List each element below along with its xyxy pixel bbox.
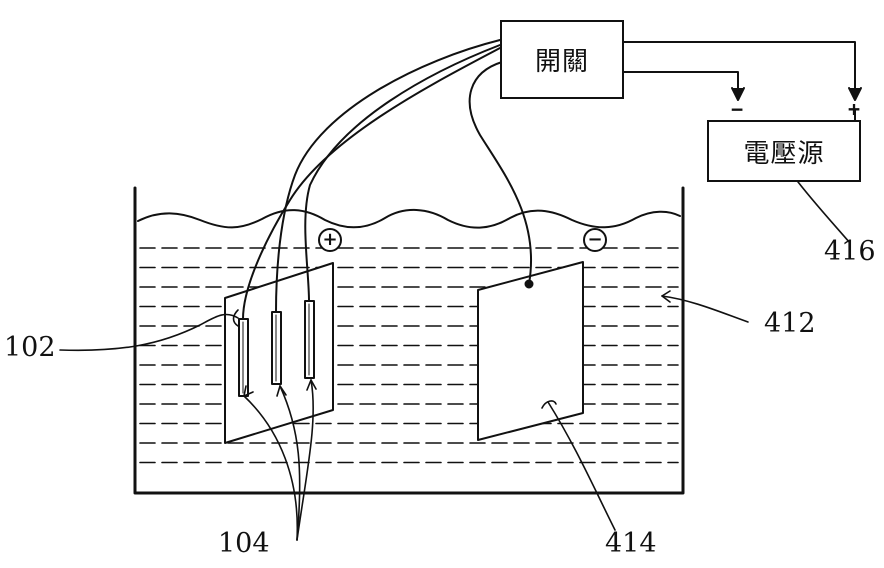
leader-104c <box>296 379 315 541</box>
cathode-sign-text: − <box>587 229 603 250</box>
ref-104: 104 <box>218 528 270 559</box>
wire-switch-to-negative <box>619 71 739 99</box>
wire-to-cathode <box>468 61 533 285</box>
leader-412 <box>661 295 749 323</box>
leader-414 <box>547 401 616 531</box>
wire-to-part <box>275 39 501 313</box>
leader-lines <box>59 177 851 541</box>
cathode-plate <box>477 261 584 441</box>
voltage-source-label: 電壓源 <box>743 138 825 169</box>
anode-sign: + <box>318 228 342 252</box>
wire-to-part <box>242 47 501 320</box>
wire-switch-to-positive <box>619 41 856 99</box>
liquid-surface <box>137 208 681 229</box>
negative-terminal-label: − <box>731 97 744 121</box>
ref-102: 102 <box>4 332 56 363</box>
wires <box>242 39 856 320</box>
ref-416: 416 <box>824 236 876 267</box>
leader-416 <box>794 177 851 244</box>
leader-104a <box>243 395 299 541</box>
ref-414: 414 <box>605 528 657 559</box>
terminal-arrows <box>731 87 862 101</box>
positive-terminal-label: + <box>848 97 861 121</box>
cathode-sign: − <box>583 228 607 252</box>
switch-label: 開關 <box>534 47 589 77</box>
tank <box>133 186 685 495</box>
anode-sign-text: + <box>322 229 338 250</box>
electrolyte-lines <box>139 247 679 464</box>
switch-box: 開關 <box>500 20 624 99</box>
ref-412: 412 <box>764 308 816 339</box>
wire-to-part <box>304 44 501 302</box>
leader-102-hook <box>232 309 239 327</box>
leader-102 <box>59 313 239 352</box>
leader-414-hook <box>541 400 557 409</box>
leader-104b <box>279 385 301 541</box>
voltage-source-box: 電壓源 <box>707 120 861 182</box>
